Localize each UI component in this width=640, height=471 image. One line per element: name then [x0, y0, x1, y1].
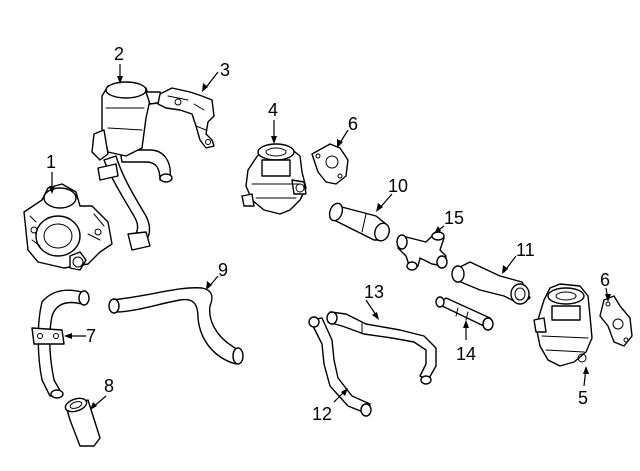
callout-14: 14	[456, 344, 476, 364]
callout-labels: 1 2 3 4 6 10 15 11 6 5 9 7 8 13 12 14	[46, 44, 610, 424]
callout-6-right: 6	[600, 270, 610, 290]
callout-11: 11	[516, 240, 535, 260]
callout-8: 8	[104, 376, 114, 396]
callout-13: 13	[364, 282, 384, 302]
callout-1: 1	[46, 152, 56, 172]
callout-15: 15	[444, 208, 464, 228]
part-5-check-valve	[533, 283, 593, 367]
part-3-bracket	[157, 87, 215, 149]
callout-4: 4	[268, 100, 278, 120]
callout-5: 5	[578, 388, 588, 408]
callout-10: 10	[388, 176, 408, 196]
part-1-air-pump	[23, 183, 113, 271]
part-2-air-valve	[91, 81, 173, 251]
part-4-check-valve	[241, 143, 307, 215]
callout-12: 12	[312, 404, 332, 424]
part-14-small-hose	[435, 296, 494, 331]
part-9-hose	[108, 287, 244, 365]
part-12-pipe	[308, 316, 372, 417]
part-15-tee-connector	[396, 231, 448, 271]
callout-2: 2	[114, 44, 124, 64]
part-13-pipe	[326, 311, 437, 385]
part-11-hose	[451, 261, 531, 305]
part-10-hose	[328, 202, 390, 242]
leader-lines	[49, 64, 611, 410]
callout-6-left: 6	[348, 114, 358, 134]
part-6-gasket-left	[311, 143, 349, 185]
callout-9: 9	[218, 260, 228, 280]
part-6-gasket-right	[599, 295, 633, 347]
part-8-sleeve	[64, 397, 101, 447]
callout-7: 7	[86, 326, 96, 346]
part-7-hose	[31, 289, 90, 399]
callout-3: 3	[220, 60, 230, 80]
